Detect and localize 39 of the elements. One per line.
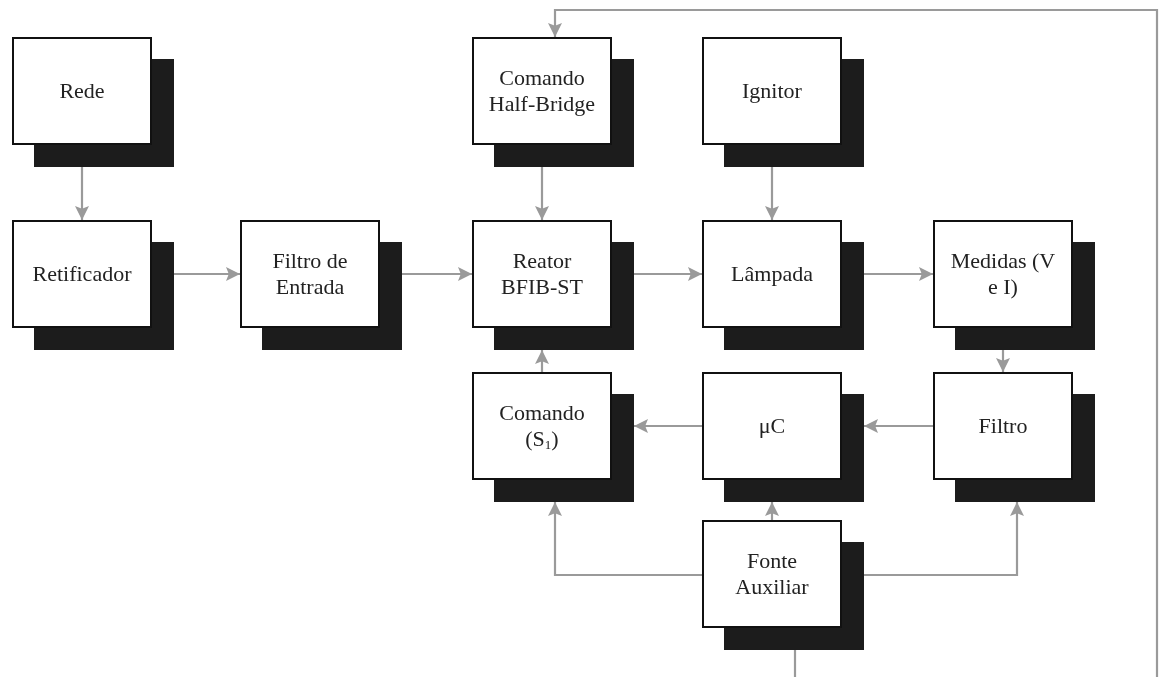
block-label: Filtro de Entrada — [271, 247, 349, 301]
block-box — [702, 220, 864, 350]
block-label: Filtro — [978, 412, 1028, 440]
arrow — [535, 350, 549, 372]
arrow — [864, 419, 933, 433]
block-label: Fonte Auxiliar — [734, 547, 810, 601]
arrow — [765, 502, 779, 520]
block-label: Rede — [59, 77, 105, 105]
arrow — [548, 8, 1159, 677]
block-box — [472, 220, 634, 350]
block-label: Comando (S$_{1}$) — [498, 399, 586, 453]
arrow — [634, 267, 702, 281]
arrow — [174, 267, 240, 281]
block-box — [240, 220, 402, 350]
block-box — [702, 37, 864, 167]
block-box — [933, 372, 1095, 502]
block-box — [702, 372, 864, 502]
arrow — [548, 502, 702, 577]
block-box — [702, 520, 864, 650]
arrow — [402, 267, 472, 281]
block-label: Lâmpada — [731, 260, 813, 288]
block-label: Comando Half-Bridge — [487, 64, 597, 118]
block-box — [933, 220, 1095, 350]
block-label: Medidas (V e I) — [949, 247, 1057, 301]
arrow — [75, 167, 89, 220]
block-box — [472, 37, 634, 167]
arrow — [765, 167, 779, 220]
arrow — [864, 267, 933, 281]
block-label: Ignitor — [742, 77, 802, 105]
block-box — [12, 220, 174, 350]
block-box — [12, 37, 174, 167]
arrow — [864, 502, 1024, 577]
arrow — [996, 350, 1010, 372]
block-label: Retificador — [32, 260, 132, 288]
arrow — [535, 167, 549, 220]
block-box — [472, 372, 634, 502]
block-label: μC — [758, 412, 786, 440]
block-label: Reator BFIB-ST — [500, 247, 584, 301]
arrow — [634, 419, 702, 433]
